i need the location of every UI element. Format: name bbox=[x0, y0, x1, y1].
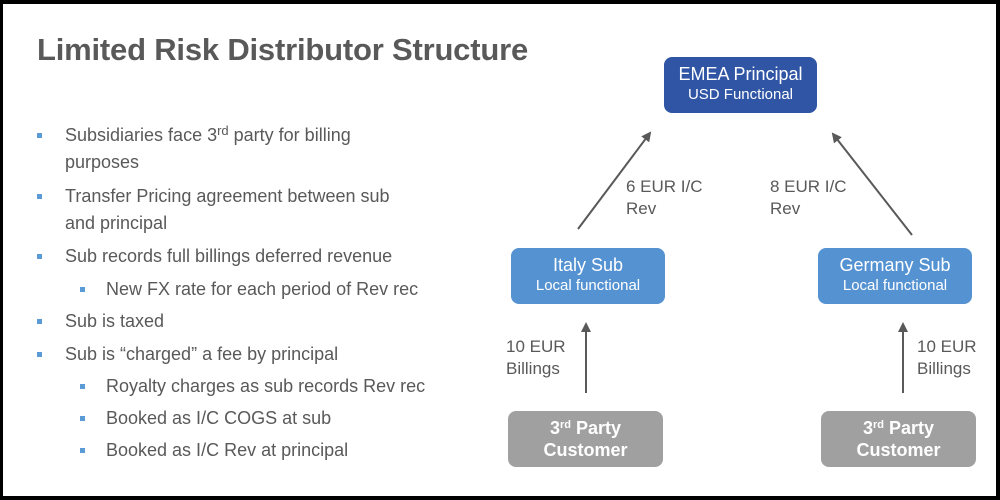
box-subtitle: Local functional bbox=[842, 277, 948, 294]
sub-bullet-item: Booked as I/C COGS at sub bbox=[80, 405, 332, 432]
bullet-text: Subsidiaries face 3 bbox=[65, 125, 218, 145]
box-subtitle: USD Functional bbox=[687, 86, 794, 103]
sub-bullet-item: Royalty charges as sub records Rev rec bbox=[80, 373, 426, 400]
bullet-item: Subsidiaries face 3rd party for billing … bbox=[37, 122, 351, 176]
bullet-text: Sub is “charged” a fee by principal bbox=[65, 344, 339, 364]
bullet-text-continued: purposes bbox=[65, 152, 140, 172]
flow-label-italy-to-principal: 6 EUR I/C Rev bbox=[626, 177, 703, 218]
bullet-text: New FX rate for each period of Rev rec bbox=[106, 279, 419, 299]
bullet-square-icon bbox=[80, 448, 85, 453]
box-title: Italy Sub bbox=[552, 255, 624, 275]
bullet-item: Sub is taxed bbox=[37, 308, 165, 335]
bullet-text-continued: and principal bbox=[65, 213, 168, 233]
bullet-square-icon bbox=[80, 384, 85, 389]
bullet-square-icon bbox=[37, 319, 42, 324]
bullet-text: Booked as I/C COGS at sub bbox=[106, 408, 332, 428]
bullet-text: Sub is taxed bbox=[65, 311, 165, 331]
bullet-text: Royalty charges as sub records Rev rec bbox=[106, 376, 426, 396]
flow-label-germany-to-principal: 8 EUR I/C Rev bbox=[770, 177, 847, 218]
arrow-germany-to-principal bbox=[831, 132, 913, 236]
emea-principal-box: EMEA Principal USD Functional bbox=[664, 57, 817, 113]
bullet-item: Sub is “charged” a fee by principal bbox=[37, 341, 339, 368]
box-subtitle: Local functional bbox=[535, 277, 641, 294]
bullet-square-icon bbox=[80, 287, 85, 292]
bullet-square-icon bbox=[37, 194, 42, 199]
slide-title: Limited Risk Distributor Structure bbox=[37, 32, 528, 67]
third-party-customer-box-left: 3rd Party Customer bbox=[508, 411, 663, 467]
flow-arrows bbox=[577, 131, 913, 393]
sub-bullet-item: New FX rate for each period of Rev rec bbox=[80, 276, 419, 303]
bullet-text: Transfer Pricing agreement between sub bbox=[65, 186, 390, 206]
bullet-text: Sub records full billings deferred reven… bbox=[65, 246, 393, 266]
box-title: Germany Sub bbox=[839, 255, 951, 275]
arrow-italy-to-principal bbox=[577, 131, 652, 230]
bullet-item: Sub records full billings deferred reven… bbox=[37, 243, 393, 270]
bullet-square-icon bbox=[37, 133, 42, 138]
flow-label-customer-to-italy: 10 EUR Billings bbox=[506, 337, 566, 378]
box-title: 3rd Party bbox=[862, 418, 935, 438]
bullet-square-icon bbox=[37, 254, 42, 259]
germany-sub-box: Germany Sub Local functional bbox=[818, 248, 972, 304]
box-title: 3rd Party bbox=[549, 418, 622, 438]
slide: Limited Risk Distributor Structure Subsi… bbox=[3, 4, 996, 496]
ordinal-suffix: rd bbox=[217, 123, 229, 138]
box-subtitle: Customer bbox=[856, 440, 941, 460]
box-title: EMEA Principal bbox=[678, 64, 803, 84]
sub-bullet-item: Booked as I/C Rev at principal bbox=[80, 437, 349, 464]
bullet-text: Booked as I/C Rev at principal bbox=[106, 440, 349, 460]
third-party-customer-box-right: 3rd Party Customer bbox=[821, 411, 976, 467]
italy-sub-box: Italy Sub Local functional bbox=[511, 248, 665, 304]
bullet-square-icon bbox=[80, 416, 85, 421]
bullet-item: Transfer Pricing agreement between sub a… bbox=[37, 183, 390, 237]
bullet-list: Subsidiaries face 3rd party for billing … bbox=[3, 4, 483, 496]
flow-label-customer-to-germany: 10 EUR Billings bbox=[917, 337, 977, 378]
bullet-square-icon bbox=[37, 352, 42, 357]
box-subtitle: Customer bbox=[543, 440, 628, 460]
bullet-text: party for billing bbox=[228, 125, 351, 145]
